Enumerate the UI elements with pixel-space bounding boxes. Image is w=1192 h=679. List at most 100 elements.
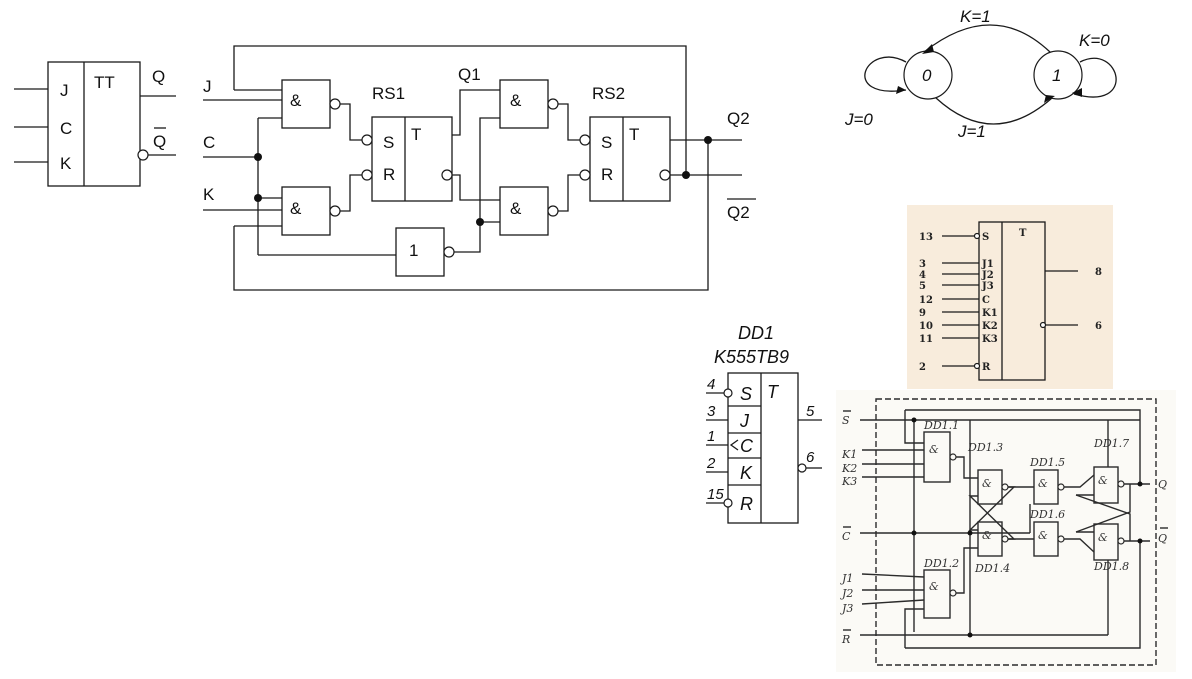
- gate-dd1-1-name: DD1.1: [923, 419, 959, 432]
- chip-pinout-background: [907, 205, 1113, 389]
- circuit-output-q2: Q2: [727, 109, 750, 128]
- gate-dd1-3-label: &: [982, 477, 992, 490]
- dd1-part: K555TB9: [714, 347, 789, 367]
- dd1-pin-number: 1: [707, 428, 715, 445]
- dd1-pin-number: 3: [707, 403, 716, 420]
- pinout-pin-label: J3: [981, 281, 994, 292]
- pinout-pin-label: C: [982, 295, 990, 306]
- internal-input-label: J2: [840, 587, 853, 600]
- rs2-s: S: [601, 133, 612, 152]
- rs2-t: T: [629, 125, 639, 144]
- transition-j1: J=1: [957, 122, 986, 141]
- gate-dd1-8-label: &: [1098, 531, 1108, 544]
- gate-dd1-6-name: DD1.6: [1029, 508, 1065, 521]
- and-gate-top-label: &: [290, 91, 302, 110]
- and-gate-stage2-top-label: &: [510, 91, 522, 110]
- dd1-pin-label: R: [740, 494, 753, 514]
- circuit-input-j: J: [203, 77, 212, 96]
- chip-pinout-body: [978, 221, 1046, 381]
- state-1-label: 1: [1052, 66, 1061, 85]
- transition-j0: J=0: [844, 110, 873, 129]
- jk-symbol-input-k: K: [60, 154, 72, 173]
- inverter-gate: [395, 227, 445, 277]
- dd1-title: T: [767, 382, 780, 402]
- circuit-input-c: C: [203, 133, 215, 152]
- internal-input-label: S: [842, 414, 850, 427]
- gate-dd1-4-name: DD1.4: [974, 562, 1010, 575]
- gate-dd1-6-label: &: [1038, 529, 1048, 542]
- dd1-out-q: 5: [806, 403, 815, 420]
- dd1-pin-label: J: [739, 411, 750, 431]
- pinout-pin-number: 10: [919, 321, 933, 332]
- dd1-clock-triangle: [729, 439, 739, 451]
- dd1-pin-number: 4: [707, 376, 715, 393]
- gate-dd1-8-name: DD1.8: [1093, 560, 1129, 573]
- pinout-pin-bubble: [973, 232, 981, 240]
- gate-dd1-5-name: DD1.5: [1029, 456, 1065, 469]
- state-0-label: 0: [922, 66, 932, 85]
- internal-input-label: J3: [840, 602, 853, 615]
- circuit-input-k: K: [203, 185, 215, 204]
- dd1-out-qbar: 6: [806, 449, 815, 466]
- rs2-flipflop: [589, 116, 671, 202]
- internal-input-label: R: [841, 633, 850, 646]
- jk-symbol-output-qbar: Q: [153, 132, 166, 151]
- jk-symbol-input-j: J: [60, 81, 69, 100]
- rs1-s: S: [383, 133, 394, 152]
- chip-pinout-title: T: [1019, 228, 1027, 239]
- internal-frame: [875, 398, 1157, 666]
- pinout-pin-number: 2: [919, 362, 926, 373]
- dd1-pin-bubble: [723, 498, 733, 508]
- chip-pinout-out-qbar: 6: [1095, 321, 1102, 332]
- dd1-pin-label: C: [740, 436, 754, 456]
- jk-symbol-box: [47, 61, 141, 187]
- rs1-r: R: [383, 165, 395, 184]
- dd1-body: [727, 372, 799, 524]
- gate-dd1-2-name: DD1.2: [923, 557, 959, 570]
- pinout-pin-label: S: [982, 232, 989, 243]
- dd1-pin-number: 2: [706, 455, 716, 472]
- pinout-pin-number: 12: [919, 295, 933, 306]
- pinout-pin-label: J2: [981, 270, 994, 281]
- pinout-pin-label: K2: [982, 321, 998, 332]
- pinout-pin-label: R: [982, 362, 991, 373]
- circuit-q1-label: Q1: [458, 65, 481, 84]
- internal-output-qbar: Q: [1158, 532, 1167, 545]
- jk-symbol-input-c: C: [60, 119, 72, 138]
- pinout-pin-number: 9: [919, 308, 926, 319]
- jk-master-slave-circuit: J C K & & RS1 S R T: [203, 45, 756, 291]
- gate-dd1-5-label: &: [1038, 477, 1048, 490]
- gate-dd1-7-name: DD1.7: [1093, 437, 1129, 450]
- transition-k1: K=1: [960, 7, 991, 26]
- state-1: [1033, 50, 1083, 100]
- dd1-name: DD1: [738, 323, 774, 343]
- gate-dd1-1-label: &: [929, 443, 939, 456]
- gate-dd1-7-label: &: [1098, 474, 1108, 487]
- dd1-pin-label: S: [740, 384, 752, 404]
- jk-flipflop-symbol: J C K TT Q Q: [14, 61, 176, 187]
- jk-symbol-output-q: Q: [152, 67, 165, 86]
- transition-k0: K=0: [1079, 31, 1110, 50]
- pinout-pin-label: K3: [982, 334, 998, 345]
- internal-input-label: K1: [841, 448, 857, 461]
- gate-dd1-3-name: DD1.3: [967, 441, 1003, 454]
- and-gate-stage2-bottom: [499, 186, 549, 236]
- rs1-flipflop: [371, 116, 453, 202]
- and-gate-bottom-label: &: [290, 199, 302, 218]
- chip-pinout-out-q: 8: [1095, 267, 1102, 278]
- pinout-pin-number: 11: [919, 334, 933, 345]
- and-gate-stage2-bottom-label: &: [510, 199, 522, 218]
- circuit-output-q2bar: Q2: [727, 203, 750, 222]
- pinout-pin-number: 13: [919, 232, 933, 243]
- jk-symbol-title: TT: [94, 73, 115, 92]
- internal-input-label: K3: [841, 475, 857, 488]
- rs1-t: T: [411, 125, 421, 144]
- pinout-pin-label: J1: [981, 259, 994, 270]
- dd1-pin-label: K: [740, 463, 753, 483]
- internal-input-label: J1: [840, 572, 853, 585]
